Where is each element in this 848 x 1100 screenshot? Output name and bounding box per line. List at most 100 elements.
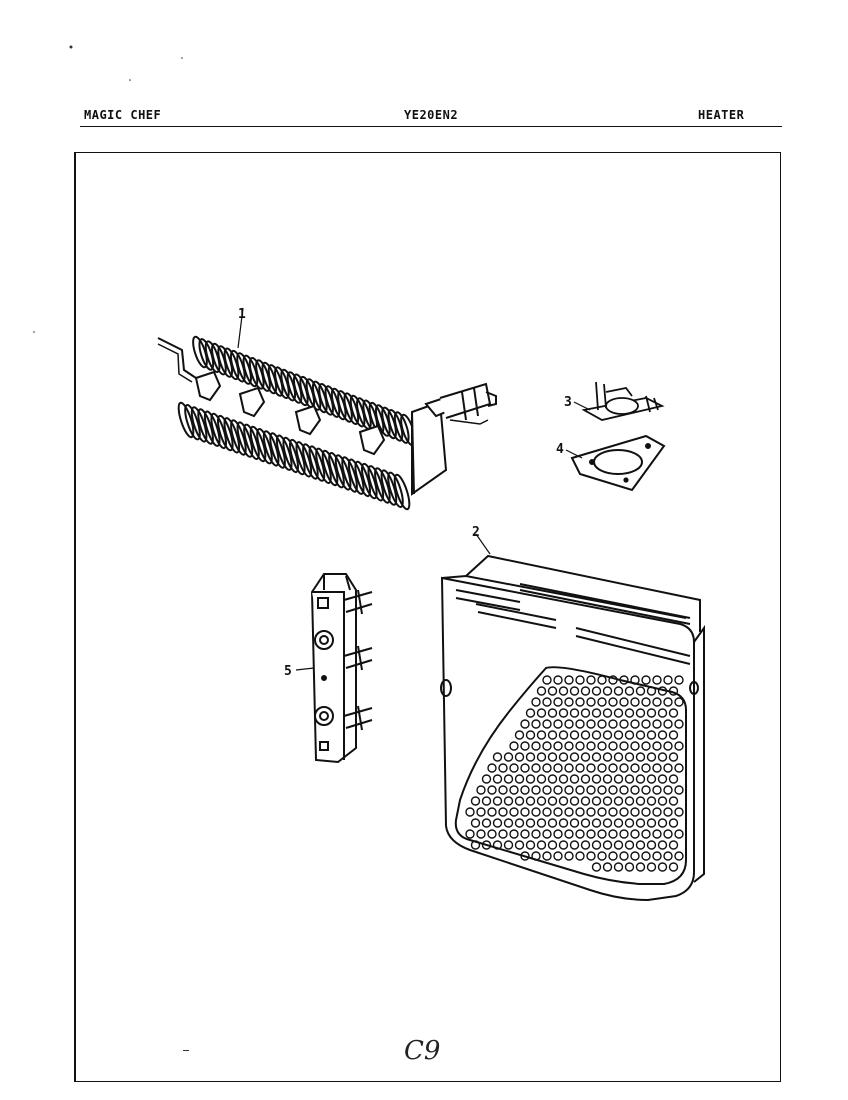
perforation-hole xyxy=(608,741,618,751)
perforation-hole xyxy=(487,785,497,795)
callout-2: 2 xyxy=(472,525,480,540)
perforation-hole xyxy=(652,807,662,817)
perforation-hole xyxy=(531,763,541,773)
perforation-hole xyxy=(635,840,646,850)
leader-4 xyxy=(565,449,583,459)
perforation-hole xyxy=(586,785,596,795)
perforation-hole xyxy=(564,697,574,707)
coil-turn xyxy=(360,462,378,500)
perforation-hole xyxy=(558,818,569,828)
brand-label: MAGIC CHEF xyxy=(84,108,162,122)
perforation-hole xyxy=(575,675,585,685)
perforation-hole xyxy=(646,752,657,762)
perforation-hole xyxy=(635,796,646,806)
perforation-hole xyxy=(542,741,552,751)
perforation-hole xyxy=(597,719,607,729)
perforation-hole xyxy=(580,818,591,828)
perforation-hole xyxy=(597,741,607,751)
perforation-hole xyxy=(536,686,547,696)
perforation-hole xyxy=(613,708,624,718)
perforation-hole xyxy=(531,697,541,707)
perforation-hole xyxy=(580,796,591,806)
perforation-hole xyxy=(613,752,624,762)
coil-turn xyxy=(311,380,328,414)
coil-turn xyxy=(374,467,391,504)
perforation-hole xyxy=(542,829,552,839)
coil-turn xyxy=(308,445,326,482)
perforation-hole xyxy=(487,763,497,773)
perforation-hole xyxy=(668,752,679,762)
perforation-hole xyxy=(613,796,624,806)
coil-turn xyxy=(203,410,221,447)
perforation-hole xyxy=(630,697,640,707)
perforation-hole xyxy=(564,807,574,817)
perforation-hole xyxy=(553,807,563,817)
perforation-hole xyxy=(547,708,558,718)
perforation-hole xyxy=(635,686,646,696)
coil-turn xyxy=(354,460,372,498)
perforation-hole xyxy=(641,741,651,751)
perforation-hole xyxy=(641,697,651,707)
coil-turn xyxy=(230,419,247,456)
perforation-hole xyxy=(520,719,530,729)
perforation-hole xyxy=(668,796,679,806)
perforation-hole xyxy=(591,730,602,740)
perforation-hole xyxy=(503,796,514,806)
perforation-hole xyxy=(476,785,486,795)
coil-turn xyxy=(197,408,214,445)
perforation-hole xyxy=(674,697,684,707)
coil-turn xyxy=(190,406,208,443)
perforation-hole xyxy=(498,807,508,817)
coil-turn xyxy=(184,404,201,441)
perforation-hole xyxy=(564,851,574,861)
perforation-hole xyxy=(575,763,585,773)
perforation-hole xyxy=(619,851,629,861)
perforation-hole xyxy=(619,763,629,773)
leader-2 xyxy=(475,533,491,555)
perforation-hole xyxy=(602,774,613,784)
perforation-hole xyxy=(591,708,602,718)
coil-turn xyxy=(210,412,228,450)
perforation-hole xyxy=(624,686,635,696)
coil-turn xyxy=(393,473,411,511)
perforation-hole xyxy=(635,774,646,784)
perforation-hole xyxy=(674,675,684,685)
coil-turn xyxy=(328,452,345,489)
perforation-hole xyxy=(646,774,657,784)
perforation-hole xyxy=(591,818,602,828)
perforation-hole xyxy=(542,851,552,861)
perforation-hole xyxy=(652,719,662,729)
perforation-hole xyxy=(553,763,563,773)
coil-turn xyxy=(262,430,280,467)
perforation-hole xyxy=(536,774,547,784)
perforation-hole xyxy=(646,840,657,850)
perforation-hole xyxy=(586,807,596,817)
perforation-hole xyxy=(641,763,651,773)
perforation-hole xyxy=(641,785,651,795)
perforation-hole xyxy=(663,741,673,751)
perforation-hole xyxy=(602,840,613,850)
perforation-hole xyxy=(652,763,662,773)
coil-turn xyxy=(374,404,391,437)
perforation-hole xyxy=(542,675,552,685)
leader-3 xyxy=(573,401,591,411)
coil-turn xyxy=(330,387,347,421)
perforation-hole xyxy=(580,708,591,718)
page-mark: C9 xyxy=(404,1036,441,1066)
coil-turn xyxy=(288,438,306,476)
perforation-hole xyxy=(674,719,684,729)
perforation-hole xyxy=(635,708,646,718)
coil-turn xyxy=(321,449,339,487)
perforation-hole xyxy=(531,719,541,729)
perforation-hole xyxy=(646,862,657,872)
perforation-hole xyxy=(470,818,481,828)
coil-turn xyxy=(242,354,259,388)
perforation-hole xyxy=(558,708,569,718)
perforation-hole xyxy=(558,730,569,740)
perforation-hole xyxy=(635,818,646,828)
perforation-hole xyxy=(657,708,668,718)
perforation-hole xyxy=(641,675,651,685)
perforation-hole xyxy=(514,840,525,850)
perforation-hole xyxy=(652,851,662,861)
perforation-hole xyxy=(542,763,552,773)
